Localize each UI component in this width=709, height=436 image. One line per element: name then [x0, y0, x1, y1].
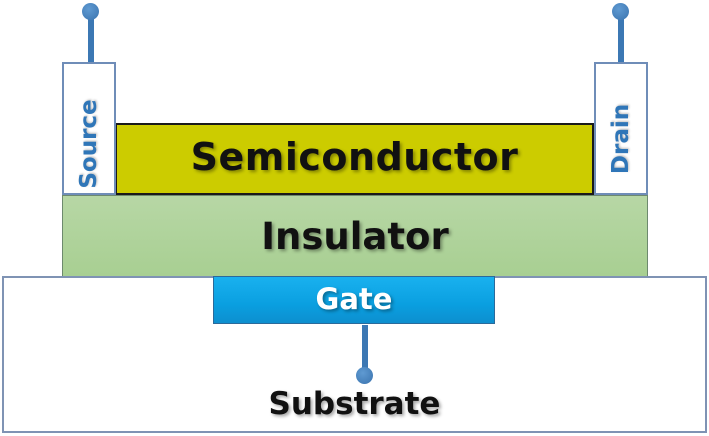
semiconductor-label: Semiconductor [190, 135, 519, 179]
substrate-label: Substrate [268, 386, 441, 422]
drain-contact: Drain [594, 62, 648, 195]
drain-terminal-node-icon [612, 3, 629, 20]
drain-label: Drain [608, 103, 634, 174]
source-terminal-node-icon [82, 3, 99, 20]
semiconductor-layer: Semiconductor [115, 123, 594, 195]
insulator-label: Insulator [261, 215, 449, 258]
gate-electrode: Gate [213, 276, 495, 324]
drain-terminal-wire [618, 14, 624, 62]
gate-terminal-wire [362, 325, 368, 373]
source-contact: Source [62, 62, 116, 195]
gate-label: Gate [315, 282, 393, 316]
insulator-layer: Insulator [62, 195, 648, 276]
source-terminal-wire [88, 14, 94, 62]
gate-terminal-node-icon [356, 367, 373, 384]
source-label: Source [76, 99, 102, 189]
